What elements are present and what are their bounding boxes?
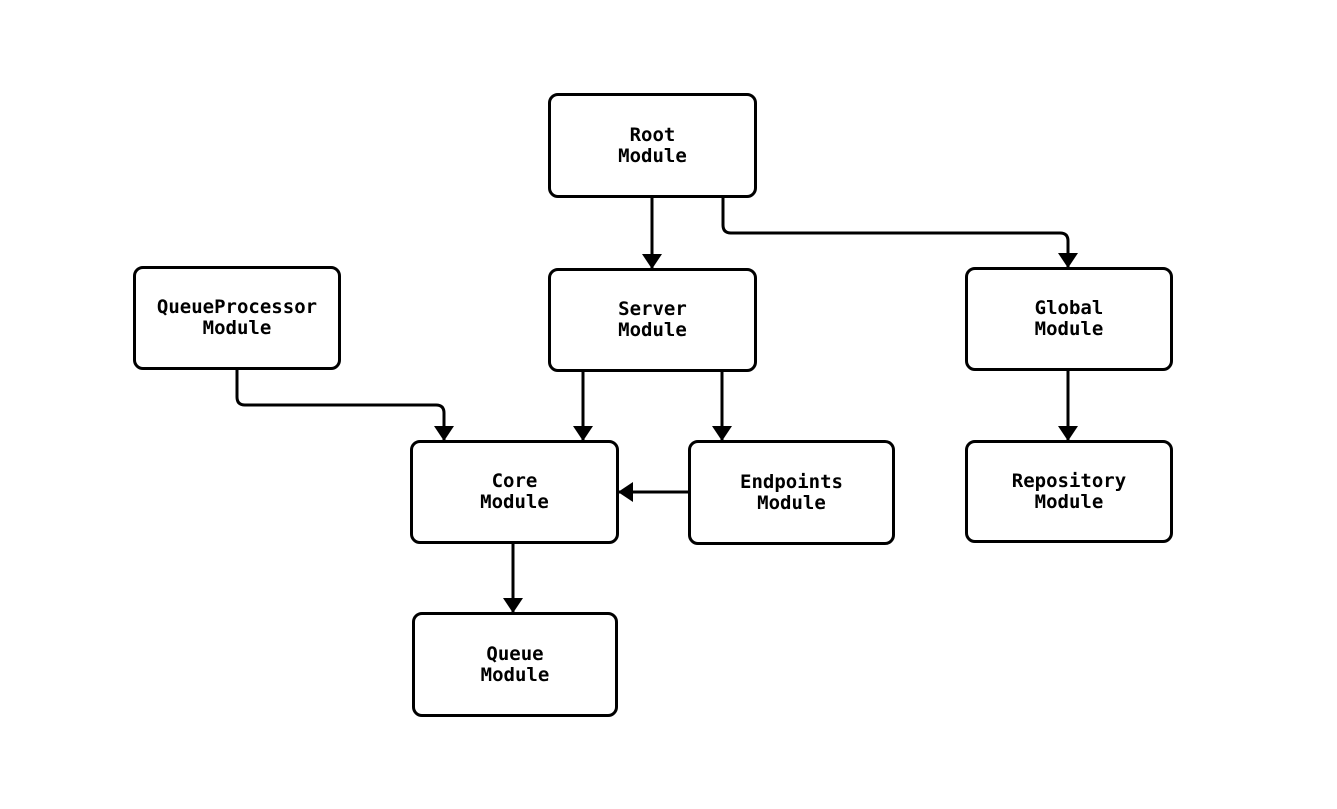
node-queueprocessor-module: QueueProcessor Module bbox=[133, 266, 341, 370]
node-endpoints-module: Endpoints Module bbox=[688, 440, 895, 545]
edge-queueprocessor-to-core bbox=[235, 370, 454, 441]
node-core-module: Core Module bbox=[410, 440, 619, 544]
edge-root-to-global bbox=[721, 198, 1078, 268]
node-root-module: Root Module bbox=[548, 93, 757, 198]
node-repository-module: Repository Module bbox=[965, 440, 1173, 543]
node-queue-module: Queue Module bbox=[412, 612, 618, 717]
node-global-module: Global Module bbox=[965, 267, 1173, 371]
node-server-module: Server Module bbox=[548, 268, 757, 372]
